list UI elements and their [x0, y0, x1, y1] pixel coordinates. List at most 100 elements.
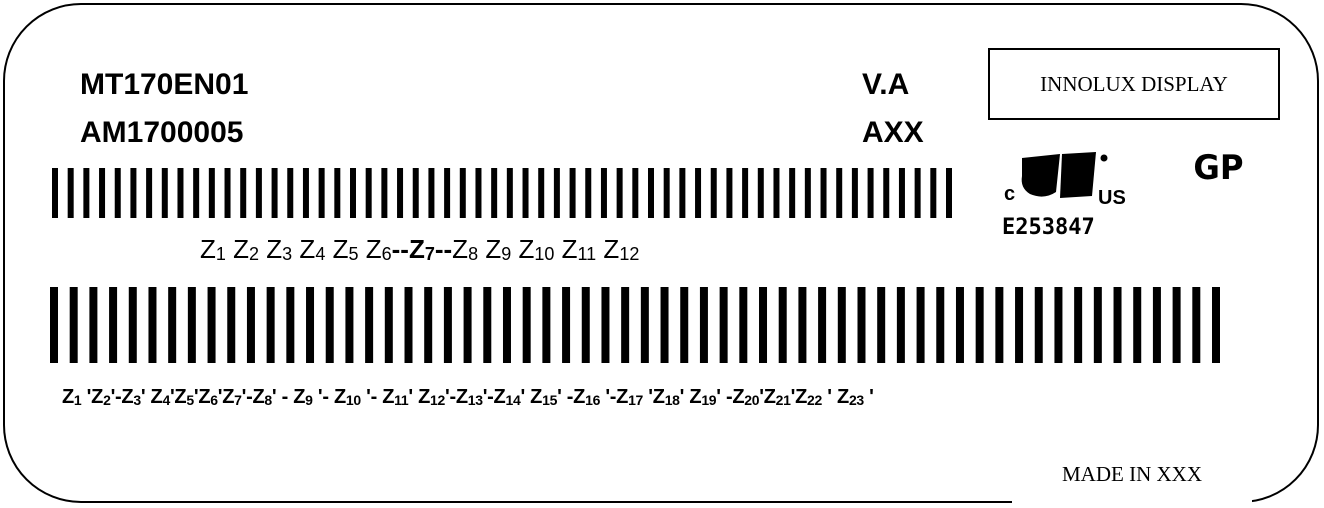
barcode-top-bar — [208, 168, 215, 218]
z-bottom-letter: Z — [530, 386, 543, 408]
z-bottom-separator: ' — [863, 386, 874, 408]
z-top-index: 11 — [577, 244, 597, 264]
barcode-bottom-bar — [502, 287, 511, 363]
z-bottom-separator: ' — [408, 386, 419, 408]
factory-code: AXX — [862, 116, 924, 149]
z-top-index: 7 — [424, 244, 435, 264]
ul-mark-u-shape — [1021, 154, 1060, 197]
z-top-letter: Z — [408, 234, 425, 264]
z-top-letter: Z — [561, 234, 578, 264]
barcode-top-bar — [522, 168, 529, 218]
barcode-top-bar — [224, 168, 231, 218]
barcode-top-bar — [428, 168, 435, 218]
z-bottom-letter: Z — [333, 386, 346, 408]
origin-box: MADE IN XXX — [1012, 444, 1252, 504]
barcode-bottom-bar — [1034, 287, 1043, 363]
barcode-top-bar — [914, 168, 921, 218]
barcode-bottom-bar — [50, 287, 58, 363]
barcode-bottom-bar — [365, 287, 374, 363]
barcode-top-bar — [83, 168, 90, 218]
barcode-bottom-bar — [542, 287, 551, 363]
barcode-bottom-bar — [227, 287, 236, 363]
barcode-bottom-bar — [1192, 287, 1201, 363]
barcode-bottom-bar — [1093, 287, 1102, 363]
barcode-bottom-bar — [345, 287, 354, 363]
z-bottom-letter: Z — [763, 386, 776, 408]
z-top-index: 5 — [348, 244, 359, 264]
z-bottom-index: 18 — [664, 392, 680, 408]
barcode-bottom-bar — [404, 287, 413, 363]
z-top-index: 3 — [282, 244, 293, 264]
barcode-bottom-bar — [739, 287, 748, 363]
z-top-index: 10 — [534, 244, 555, 264]
barcode-bottom-bar — [699, 287, 708, 363]
barcode-bottom-bar — [483, 287, 492, 363]
barcode-bottom-bar — [1172, 287, 1181, 363]
z-bottom-letter: Z — [795, 386, 808, 408]
barcode-bottom-bar — [148, 287, 157, 363]
z-bottom-letter: Z — [222, 386, 235, 408]
z-bottom-index: 1 — [73, 392, 82, 408]
z-bottom-separator: ' - — [716, 386, 733, 408]
barcode-bottom-bar — [798, 287, 807, 363]
serial-number: AM1700005 — [80, 116, 244, 149]
barcode-top-bar — [161, 168, 168, 218]
barcode-top-bar — [350, 168, 356, 218]
z-top-letter: Z — [233, 234, 250, 264]
barcode-top-bar — [193, 168, 200, 218]
z-bottom-index: 21 — [775, 392, 791, 408]
ul-certification-icon: c US E253847 — [1002, 152, 1126, 240]
barcode-bottom-bar — [877, 287, 886, 363]
barcode-bottom-bar — [581, 287, 590, 363]
z-bottom-index: 16 — [585, 392, 601, 408]
ul-mark-l-shape — [1060, 152, 1096, 198]
barcode-top-bar — [99, 168, 106, 218]
barcode-bottom-bar — [1054, 287, 1063, 363]
barcode-top-bar — [67, 168, 74, 218]
barcode-top-bar — [632, 168, 639, 218]
z-bottom-separator: '- — [482, 386, 494, 408]
barcode-bottom-bar — [660, 287, 669, 363]
barcode-top-bar — [663, 168, 670, 218]
barcode-bottom-bar — [128, 287, 137, 363]
barcode-top-bar — [459, 168, 466, 218]
z-bottom-separator: '- — [312, 386, 334, 408]
z-bottom-separator: '- — [444, 386, 456, 408]
z-bottom-letter: Z — [382, 386, 395, 408]
z-bottom-separator: ' — [822, 386, 838, 408]
barcode-top-bar — [742, 168, 749, 218]
barcode-bottom-bar — [1152, 287, 1161, 363]
barcode-top-bar — [695, 168, 702, 218]
gp-mark: GP — [1193, 148, 1244, 188]
z-bottom-separator: ' — [790, 386, 796, 408]
z-top-letter: Z — [485, 234, 502, 264]
barcode-bottom-bar — [857, 287, 866, 363]
barcode-bottom-bar — [463, 287, 472, 363]
z-top-separator — [358, 234, 365, 264]
z-top-index: 2 — [249, 244, 260, 264]
barcode-bottom-bar — [975, 287, 984, 363]
z-bottom-index: 13 — [467, 392, 483, 408]
barcode-top-bar — [318, 168, 325, 218]
z-bottom-index: 17 — [628, 392, 644, 408]
barcode-top-bar — [381, 168, 388, 218]
z-bottom-letter: Z — [174, 386, 187, 408]
z-bottom-separator: '- — [110, 386, 122, 408]
z-bottom-letter: Z — [616, 386, 629, 408]
z-top-letter: Z — [299, 234, 316, 264]
z-bottom-letter: Z — [652, 386, 665, 408]
barcode-top-bar — [804, 168, 811, 218]
barcode-top-bar — [397, 168, 404, 218]
z-bottom-separator: ' — [643, 386, 653, 408]
barcode-top-bar — [538, 168, 545, 218]
barcode-bottom-bar — [306, 287, 315, 363]
barcode-bottom-bar — [89, 287, 98, 363]
barcode-top-bar — [553, 168, 560, 218]
barcode-top-bar — [255, 168, 262, 218]
z-top-letter: Z — [332, 234, 349, 264]
ul-us-text: US — [1098, 187, 1126, 209]
barcode-bottom-bar — [778, 287, 787, 363]
z-bottom-letter: Z — [732, 386, 745, 408]
barcode-bottom-bar — [601, 287, 610, 363]
barcode-bottom-bar — [69, 287, 78, 363]
